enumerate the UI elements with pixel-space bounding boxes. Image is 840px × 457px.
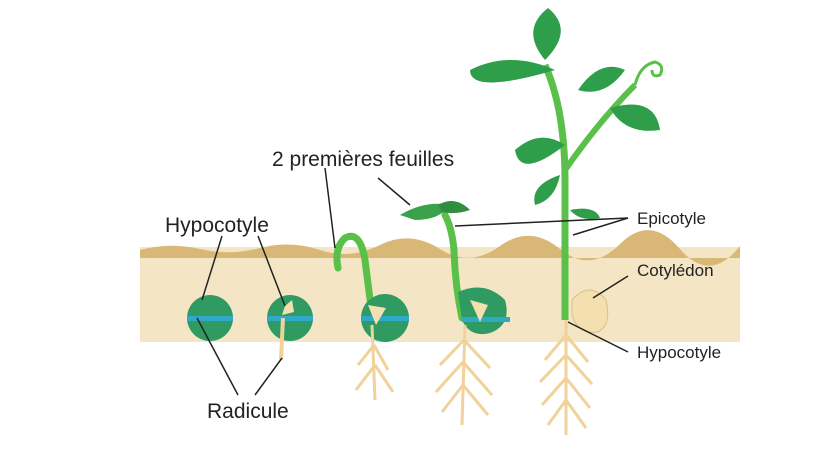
leaf (610, 104, 660, 130)
label-epicotyle: Epicotyle (637, 209, 706, 228)
label-premieres-feuilles: 2 premières feuilles (272, 148, 454, 171)
leaf (578, 67, 625, 92)
leaf (534, 175, 560, 205)
seed-band (267, 316, 313, 321)
label-hypocotyle-left: Hypocotyle (165, 214, 269, 237)
label-cotyledon: Cotylédon (637, 261, 714, 280)
stage-2-radicle (267, 295, 313, 360)
leader-feuilles-2 (378, 178, 410, 205)
leaf (515, 138, 565, 164)
leader-epicotyle-1 (455, 218, 628, 226)
label-radicule: Radicule (207, 400, 289, 423)
seed-band (462, 317, 510, 322)
first-leaves (438, 201, 470, 213)
seed-band (361, 316, 409, 321)
leaf (533, 8, 561, 60)
leaf (570, 209, 600, 219)
radicle (281, 318, 283, 360)
leader-feuilles-1 (325, 168, 335, 248)
label-hypocotyle-right: Hypocotyle (637, 343, 721, 362)
stem (565, 85, 635, 170)
leaf (470, 60, 555, 83)
leader-radicule-2 (255, 358, 282, 395)
seed-band (187, 316, 233, 321)
stage-1-seed (187, 295, 233, 341)
tendril (635, 62, 662, 85)
